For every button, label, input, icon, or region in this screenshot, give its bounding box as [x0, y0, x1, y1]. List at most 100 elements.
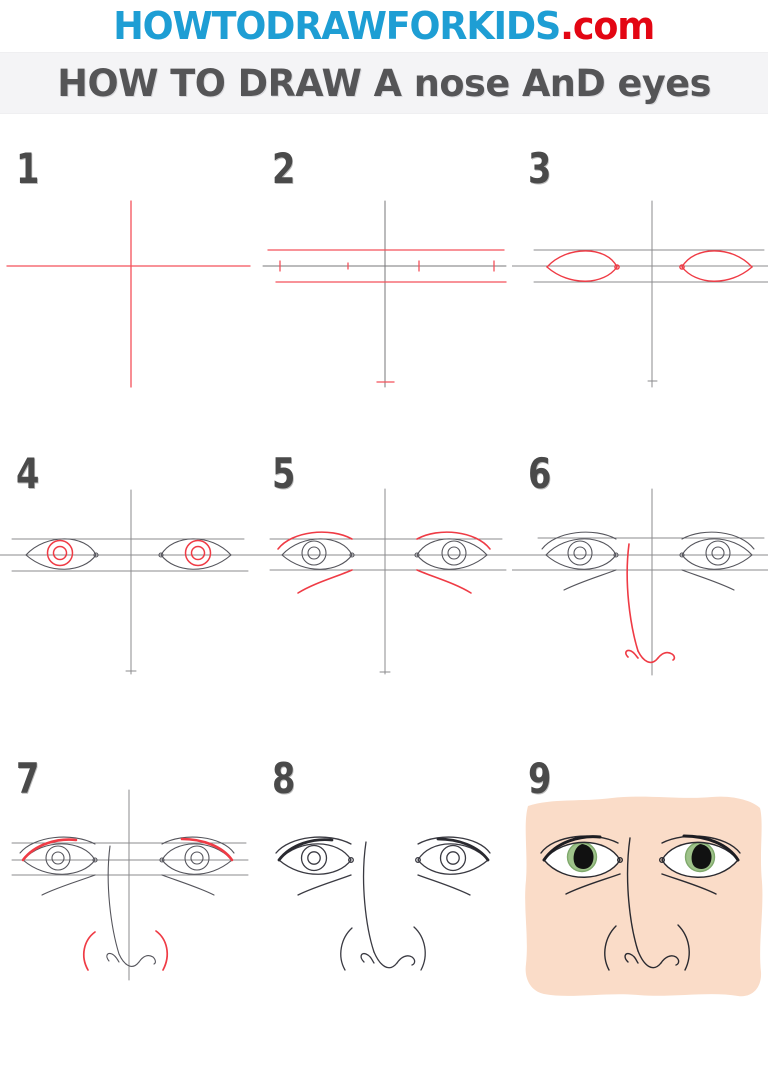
left-lower-lid: [41, 874, 96, 896]
left-nostril-hook: [624, 952, 639, 964]
right-eye-lower-lid: [681, 266, 753, 282]
right-lower-lid: [161, 874, 215, 896]
steps-grid: 1 2 3: [0, 122, 768, 1087]
right-eyelid-crease: [681, 531, 755, 550]
right-lash-line: [180, 837, 234, 862]
right-eye-lower-lid: [661, 859, 739, 878]
site-brand-bar: HOWTODRAWFORKIDS.com: [0, 0, 768, 52]
step-5: 5: [256, 427, 512, 732]
step-8-drawing: [275, 836, 491, 971]
page-title: HOW TO DRAW A nose AnD eyes: [57, 61, 711, 105]
step-3-drawing: [512, 200, 768, 388]
left-eye-lower-lid: [545, 554, 617, 570]
left-eye-lower-lid: [25, 554, 97, 570]
right-eye-upper-lid: [160, 538, 232, 556]
left-iris: [45, 845, 71, 871]
left-inner-corner: [614, 264, 620, 270]
nose-bridge: [362, 841, 375, 953]
left-iris: [46, 539, 74, 567]
left-inner-corner: [616, 856, 623, 863]
left-nostril-wing: [604, 925, 617, 971]
left-iris: [567, 540, 593, 566]
step-6-drawing: [512, 488, 768, 676]
right-eyelid-crease: [161, 836, 235, 854]
left-eye-lower-lid: [22, 859, 96, 875]
step-4-number: 4: [16, 449, 40, 498]
left-pupil: [51, 851, 65, 865]
left-nostril-hook: [625, 649, 639, 659]
right-lash-line: [682, 834, 740, 862]
left-eye-upper-lid: [25, 538, 97, 556]
right-eyelid-crease: [661, 835, 741, 854]
left-lower-lid: [297, 569, 353, 594]
right-pupil: [446, 851, 460, 865]
right-iris: [439, 844, 467, 872]
left-pupil: [52, 545, 68, 561]
right-eye-lower-lid: [681, 554, 753, 570]
right-eyelid-crease: [416, 531, 491, 550]
step-7-drawing: [11, 789, 249, 981]
step-5-number: 5: [272, 449, 296, 498]
step-3: 3: [512, 122, 768, 427]
left-eye-upper-lid: [281, 538, 353, 556]
right-inner-corner: [159, 857, 165, 863]
right-inner-corner: [414, 552, 420, 558]
right-eye-upper-lid: [416, 538, 488, 556]
step-1-drawing: [6, 200, 251, 388]
step-2-number: 2: [272, 144, 296, 193]
right-inner-corner: [415, 857, 421, 863]
left-inner-corner: [613, 552, 619, 558]
left-eye-lower-lid: [543, 859, 621, 878]
left-eyelid-crease: [540, 835, 619, 854]
step-1-number: 1: [16, 144, 40, 193]
tutorial-title-band: HOW TO DRAW A nose AnD eyes: [0, 52, 768, 114]
step-4-drawing: [0, 489, 256, 675]
right-eye-lower-lid: [161, 859, 233, 875]
nose-tip: [373, 951, 398, 969]
right-lower-lid: [661, 873, 717, 895]
step-2-drawing: [262, 200, 507, 388]
right-eye-lower-lid: [417, 859, 489, 875]
right-eye-lower-lid: [160, 554, 232, 570]
site-logo-dot: .: [560, 4, 574, 48]
left-pupil: [307, 851, 321, 865]
left-inner-corner: [93, 552, 99, 558]
left-nostril-hook: [106, 952, 120, 963]
step-7: 7: [0, 732, 256, 1037]
right-nostril-hook: [660, 955, 680, 966]
step-9-drawing: [525, 796, 763, 997]
right-pupil: [711, 546, 725, 560]
right-pupil: [190, 851, 204, 865]
left-pupil: [307, 546, 321, 560]
right-eye-lower-lid: [416, 554, 488, 570]
step-9: 9: [512, 732, 768, 1037]
right-pupil: [190, 545, 206, 561]
left-eyelid-crease: [277, 531, 353, 550]
right-nostril-hook: [396, 955, 416, 966]
right-eye-upper-lid: [681, 538, 753, 556]
right-iris: [705, 540, 731, 566]
left-pupil-fill: [573, 844, 594, 869]
left-nostril-hook: [360, 952, 375, 964]
left-iris: [300, 844, 328, 872]
step-4: 4: [0, 427, 256, 732]
left-lash-line: [21, 838, 78, 862]
step-8-number: 8: [272, 754, 296, 803]
nose-tip: [637, 650, 659, 664]
right-lash-line: [436, 837, 490, 862]
skin-fill: [525, 796, 763, 997]
left-nostril-wing: [82, 931, 96, 971]
left-inner-corner: [92, 857, 98, 863]
right-lower-lid: [417, 874, 471, 896]
right-pupil: [447, 546, 461, 560]
left-eye-lower-lid: [281, 554, 353, 570]
site-logo-name: HOWTODRAWFORKIDS: [113, 4, 562, 48]
left-eyelid-crease: [19, 836, 96, 854]
step-3-number: 3: [528, 144, 552, 193]
right-inner-corner: [679, 552, 685, 558]
step-8: 8: [256, 732, 512, 1037]
left-eye-lower-lid: [546, 266, 618, 282]
right-lower-lid: [416, 569, 472, 594]
right-eyelid-crease: [417, 836, 491, 854]
left-eye-upper-lid: [546, 250, 618, 268]
